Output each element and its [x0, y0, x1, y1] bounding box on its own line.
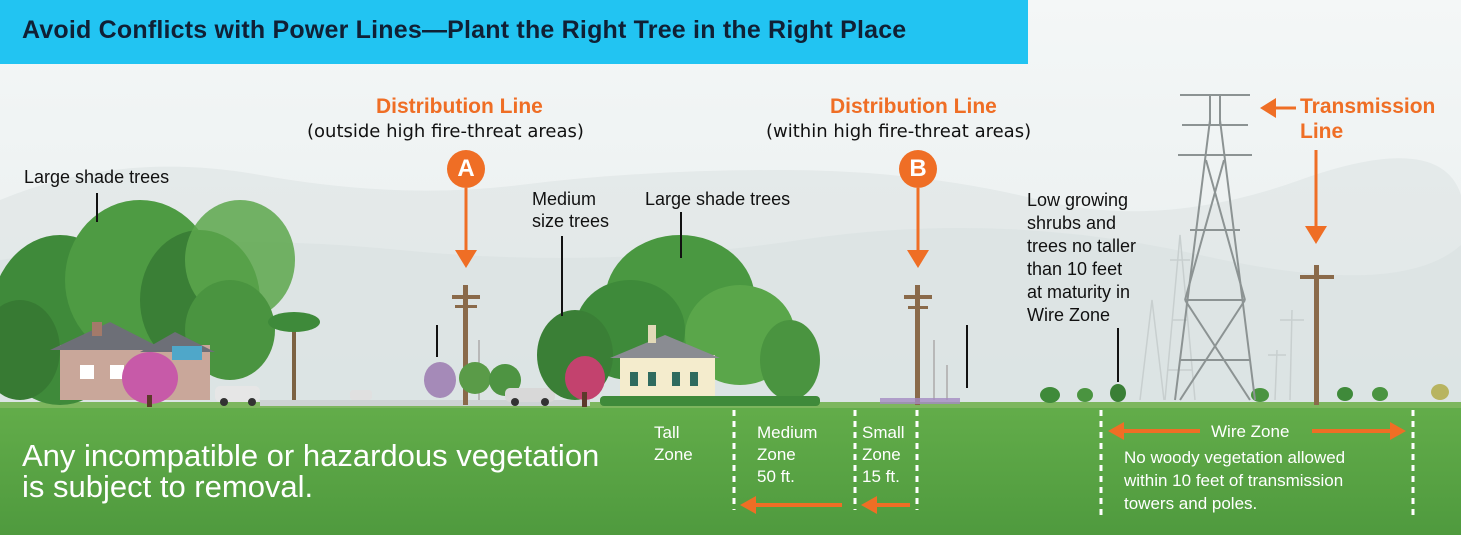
label-low-shrubs-6: Wire Zone — [1027, 305, 1111, 325]
wire-zone-desc-2: within 10 feet of transmission — [1124, 471, 1344, 490]
tall-zone-label-2: Zone — [654, 445, 693, 464]
wire-zone-title: Wire Zone — [1211, 422, 1290, 441]
distribution-pole-b — [904, 285, 932, 405]
title-banner — [0, 0, 1028, 64]
zone-dividers — [732, 410, 1415, 515]
removal-notice-line2: is subject to removal. — [22, 469, 314, 504]
house-center — [610, 325, 720, 400]
small-zone-label-3: 15 ft. — [862, 467, 900, 486]
arrow-b — [907, 188, 929, 268]
label-low-shrubs-5: at maturity in — [1027, 282, 1131, 302]
transmission-heading-line2: Line — [1300, 120, 1344, 143]
wire-zone-arrows — [1108, 422, 1406, 440]
badge-a: A — [447, 150, 485, 188]
label-low-shrubs-4: than 10 feet — [1027, 259, 1123, 279]
transmission-heading-line1: Transmission — [1300, 95, 1436, 118]
distribution-pole-a — [452, 285, 480, 405]
label-medium-trees-2: size trees — [532, 211, 610, 231]
zone-arrow-medium — [740, 496, 842, 514]
page-title: Avoid Conflicts with Power Lines—Plant t… — [22, 16, 907, 44]
wire-zone-desc-3: towers and poles. — [1124, 494, 1258, 513]
arrow-transmission — [1260, 98, 1327, 244]
label-large-shade-left: Large shade trees — [24, 167, 170, 187]
medium-zone-label-3: 50 ft. — [757, 467, 795, 486]
distribution-line-b-subtitle: (within high fire-threat areas) — [766, 121, 1032, 142]
small-zone-label-2: Zone — [862, 445, 901, 464]
distribution-line-a-subtitle: (outside high fire-threat areas) — [307, 121, 584, 142]
tall-zone-label-1: Tall — [654, 423, 680, 442]
arrow-a — [455, 188, 477, 268]
low-shrubs — [1040, 384, 1449, 403]
label-large-shade-center: Large shade trees — [645, 189, 791, 209]
label-medium-trees-1: Medium — [532, 189, 597, 209]
removal-notice: Any incompatible or hazardous vegetation… — [22, 440, 662, 502]
badge-b: B — [899, 150, 937, 188]
label-low-shrubs-1: Low growing — [1027, 190, 1129, 210]
distant-towers — [1139, 234, 1304, 401]
zone-arrow-small — [861, 496, 910, 514]
transmission-tower — [1174, 94, 1256, 401]
transmission-line-pole — [1300, 265, 1334, 405]
removal-notice-line1: Any incompatible or hazardous vegetation — [22, 438, 600, 473]
leader-lines — [96, 193, 1119, 388]
distribution-line-a-heading: Distribution Line — [376, 95, 543, 118]
label-low-shrubs-3: trees no taller — [1027, 236, 1137, 256]
medium-zone-label-1: Medium — [757, 423, 818, 442]
palm-tree — [268, 312, 320, 405]
medium-zone-label-2: Zone — [757, 445, 796, 464]
label-low-shrubs-2: shrubs and — [1027, 213, 1117, 233]
small-zone-label-1: Small — [862, 423, 905, 442]
distribution-line-b-heading: Distribution Line — [830, 95, 997, 118]
wire-zone-desc-1: No woody vegetation allowed — [1124, 448, 1346, 467]
